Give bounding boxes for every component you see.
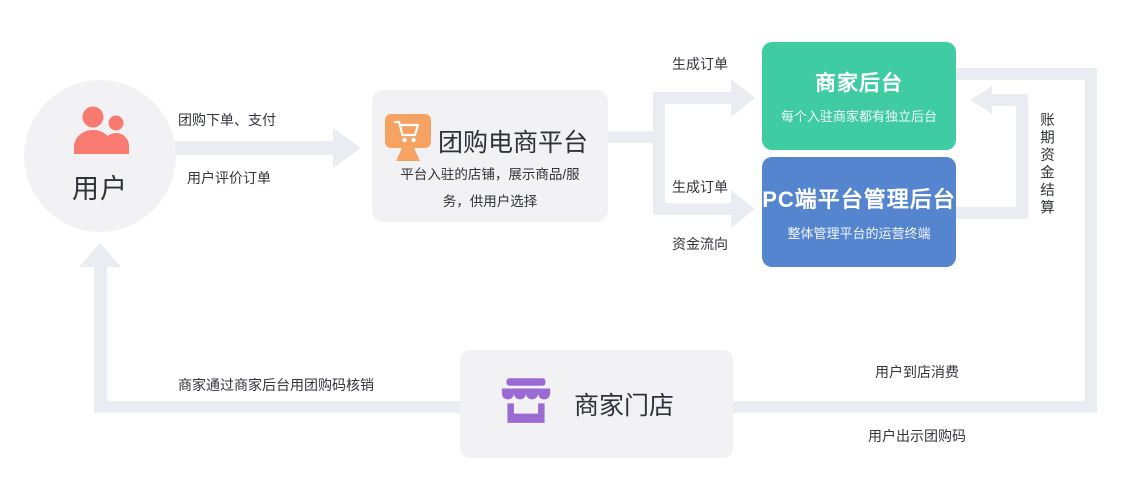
arrowhead-left-icon <box>970 86 992 114</box>
edge-settlement-bottom <box>953 207 1028 219</box>
edge-settlement-top <box>990 94 1028 106</box>
two-users-icon <box>71 106 129 159</box>
label-order-pay: 团购下单、支付 <box>178 112 276 128</box>
edge-split-vertical <box>653 92 665 215</box>
edge-settlement-vertical <box>1016 94 1028 219</box>
platform-description-line1: 平台入驻的店铺，展示商品/服 <box>400 167 580 182</box>
user-label: 用户 <box>72 174 128 204</box>
edge-user-to-platform <box>163 141 333 155</box>
edge-to-merchant-backend <box>665 92 731 104</box>
edge-platform-stub <box>608 131 658 143</box>
pc-backend-title: PC端平台管理后台 <box>762 187 956 212</box>
edge-to-pc-backend <box>665 203 731 215</box>
store-title: 商家门店 <box>574 392 675 420</box>
label-review-order: 用户评价订单 <box>187 170 271 186</box>
monitor-shopping-cart-icon <box>385 114 431 166</box>
node-user: 用户 <box>24 80 176 232</box>
label-fund-flow: 资金流向 <box>672 236 728 252</box>
label-show-code: 用户出示团购码 <box>868 428 966 444</box>
node-pc-backend: PC端平台管理后台 整体管理平台的运营终端 <box>762 157 956 267</box>
edge-outer-top <box>955 68 1097 80</box>
label-verify-code: 商家通过商家后台用团购码核销 <box>178 377 374 393</box>
node-merchant-backend: 商家后台 每个入驻商家都有独立后台 <box>762 42 956 150</box>
arrowhead-right-icon <box>333 128 361 168</box>
merchant-backend-subtitle: 每个入驻商家都有独立后台 <box>780 109 937 124</box>
arrowhead-up-icon <box>79 243 121 267</box>
label-store-consume: 用户到店消费 <box>875 364 959 380</box>
platform-description: 平台入驻的店铺，展示商品/服 务，供用户选择 <box>372 161 608 215</box>
merchant-backend-title: 商家后台 <box>815 72 903 95</box>
pc-backend-subtitle: 整体管理平台的运营终端 <box>787 226 931 241</box>
storefront-icon <box>500 378 552 430</box>
node-store: 商家门店 <box>460 350 733 458</box>
arrowhead-right-icon <box>731 190 755 228</box>
edge-store-to-user <box>94 266 107 413</box>
arrowhead-right-icon <box>731 79 755 117</box>
label-settlement: 账期资金结算 <box>1038 112 1054 217</box>
node-platform: 团购电商平台 平台入驻的店铺，展示商品/服 务，供用户选择 <box>372 90 608 222</box>
label-generate-order-top: 生成订单 <box>672 56 728 72</box>
edge-outer-right <box>1085 68 1097 413</box>
platform-description-line2: 务，供用户选择 <box>442 194 538 209</box>
label-generate-order-bottom: 生成订单 <box>672 179 728 195</box>
platform-title: 团购电商平台 <box>438 129 589 157</box>
